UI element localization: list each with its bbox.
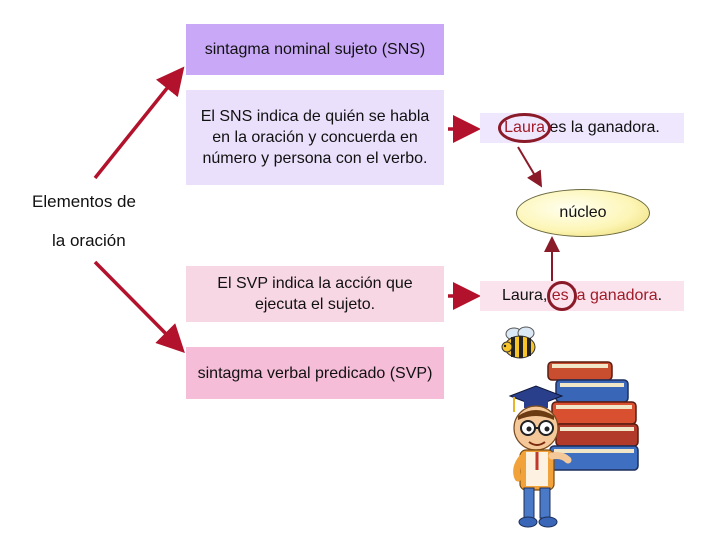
example-sentence-svp: Laura, es la ganadora . (480, 281, 684, 311)
root-label-line2: la oración (52, 231, 126, 251)
arrow-laura-to-nucleo (518, 147, 540, 184)
example-sentence-sns: Laura es la ganadora. (480, 113, 684, 143)
svp-description: El SVP indica la acción que ejecuta el s… (196, 273, 434, 315)
nucleus-oval: núcleo (516, 189, 650, 237)
student-with-books-icon (496, 350, 646, 535)
sns-description-box: El SNS indica de quién se habla en la or… (186, 90, 444, 185)
arrow-to-sns (95, 72, 180, 178)
sentence-prefix: Laura, (502, 287, 552, 305)
svp-description-box: El SVP indica la acción que ejecuta el s… (186, 266, 444, 322)
sentence-rest: es la ganadora. (545, 119, 660, 137)
nucleus-label: núcleo (559, 204, 606, 222)
sns-description: El SNS indica de quién se habla en la or… (196, 106, 434, 169)
svp-title-box: sintagma verbal predicado (SVP) (186, 347, 444, 399)
root-label-line1: Elementos de (32, 192, 136, 212)
sns-title: sintagma nominal sujeto (SNS) (205, 39, 426, 60)
sentence-suffix: . (658, 287, 662, 305)
subject-highlight: Laura (504, 119, 545, 137)
predicate-highlight: es la ganadora (552, 287, 658, 305)
svp-title: sintagma verbal predicado (SVP) (198, 363, 433, 384)
subject-circle (498, 113, 551, 143)
sns-title-box: sintagma nominal sujeto (SNS) (186, 24, 444, 75)
verb-circle (547, 281, 577, 311)
arrow-to-svp (95, 262, 180, 348)
